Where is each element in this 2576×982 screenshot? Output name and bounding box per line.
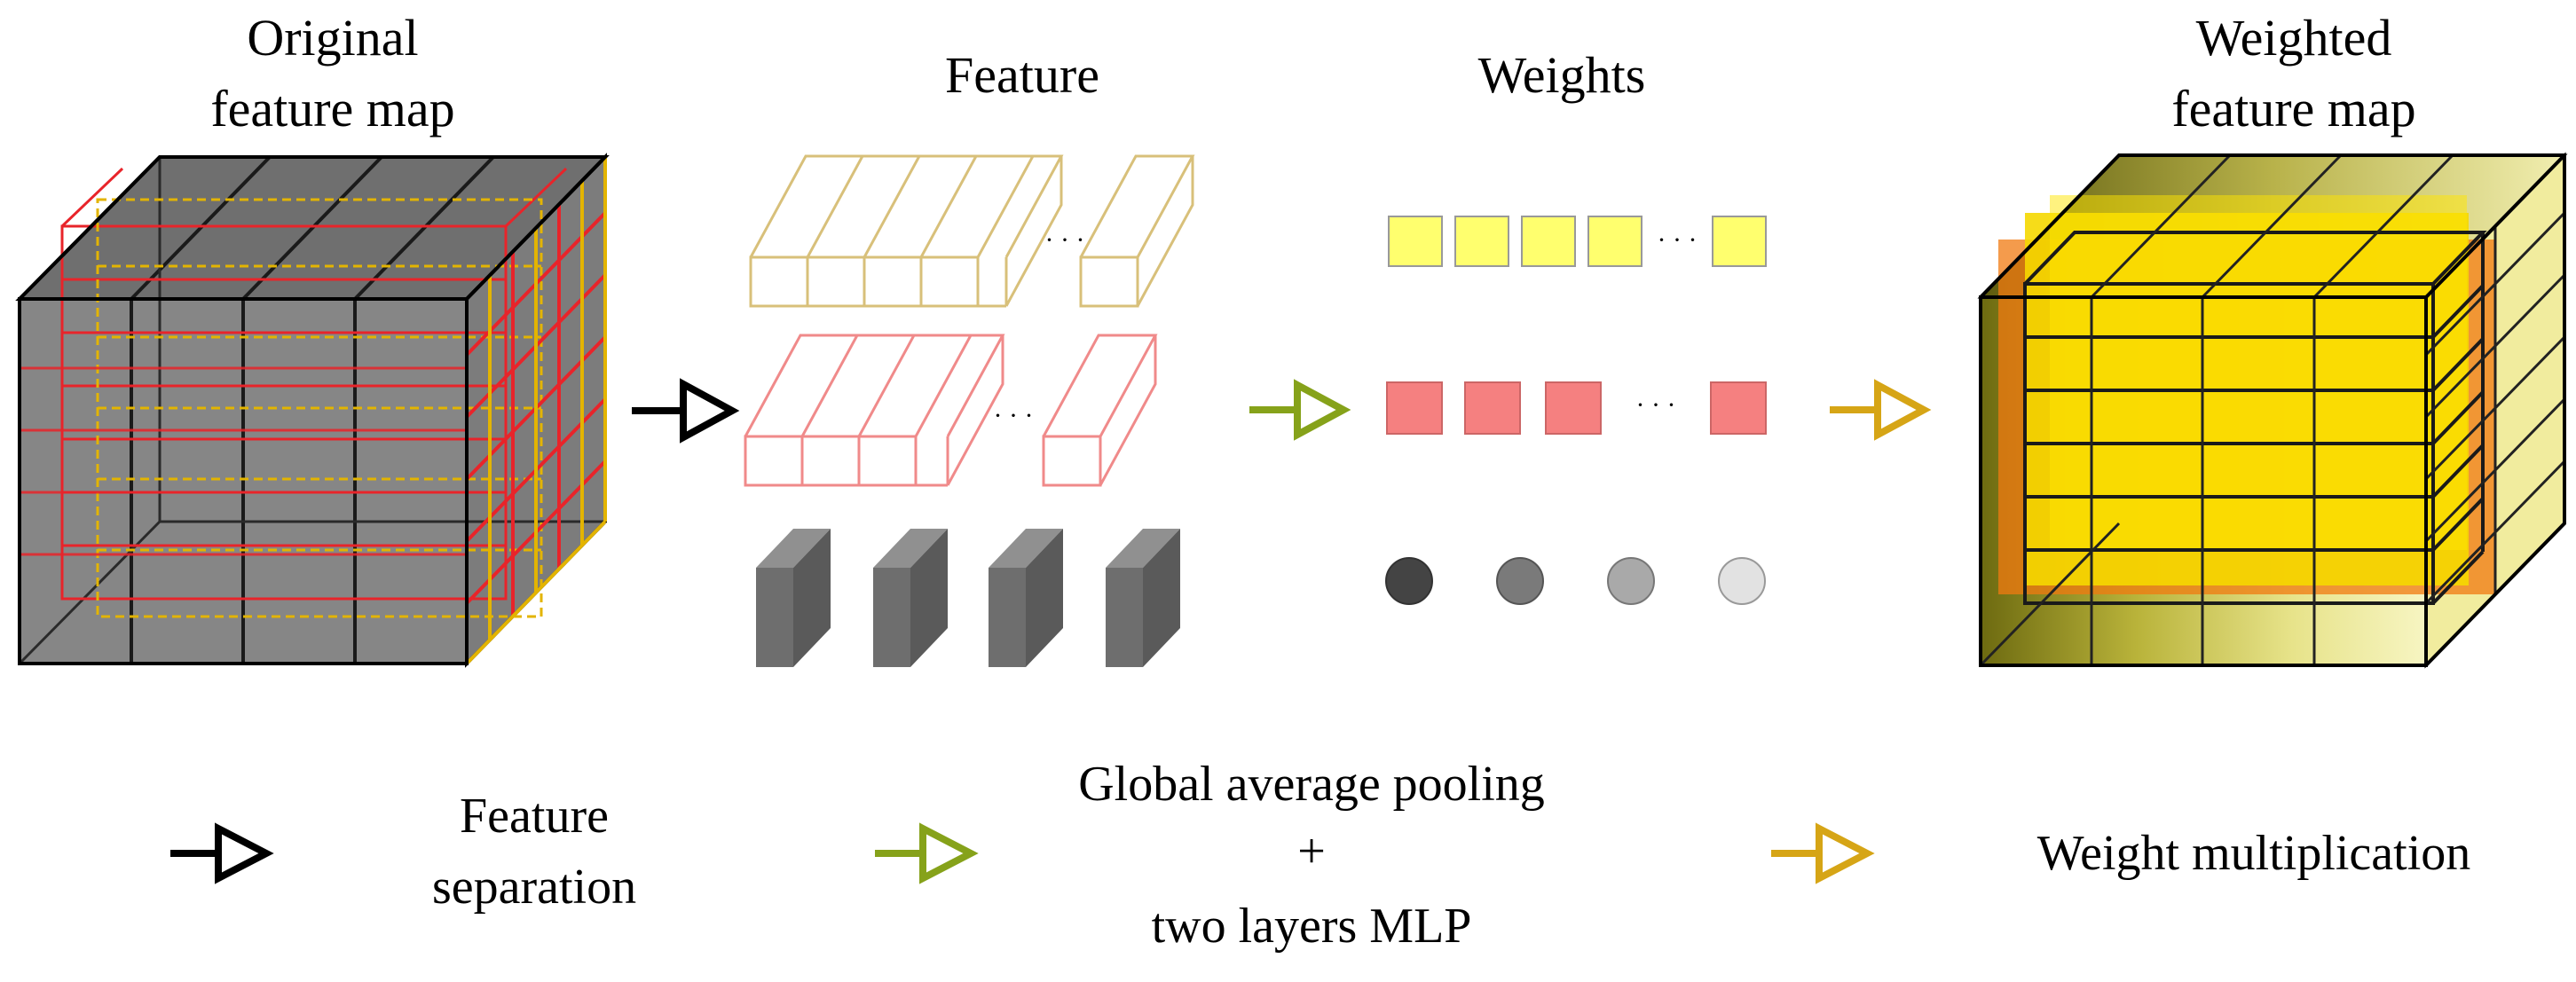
- circle-weight: [1496, 557, 1544, 605]
- yellow-weight: [1388, 216, 1443, 267]
- legend: Feature separation Global average poolin…: [170, 757, 2470, 954]
- ellipsis-yellow-weights: · · ·: [1658, 225, 1698, 255]
- ellipsis-tan: · · ·: [1045, 225, 1085, 255]
- gray-block: [1106, 529, 1180, 667]
- red-weight: [1710, 381, 1767, 435]
- yellow-weight: [1587, 216, 1642, 267]
- legend-separation-line2: separation: [432, 860, 636, 915]
- pink-bar-group-left: [744, 334, 1005, 487]
- cube-outer-edges: [18, 155, 610, 665]
- title-original-line1: Original: [247, 9, 418, 67]
- weighted-yellow-slices: [2025, 195, 2469, 585]
- weighted-slice-outlines: [2023, 231, 2487, 605]
- legend-multiplication-text: Weight multiplication: [2037, 826, 2471, 881]
- weighted-feature-map-cube: [1977, 152, 2568, 669]
- arrow-feature-separation: [632, 378, 740, 444]
- gray-block: [873, 529, 948, 667]
- pink-bar-last: [1042, 334, 1158, 487]
- red-weight: [1464, 381, 1521, 435]
- arrow-global-average-pooling: [1249, 379, 1351, 441]
- title-weights: Weights: [1478, 46, 1646, 104]
- red-weight: [1386, 381, 1443, 435]
- yellow-weight: [1712, 216, 1767, 267]
- cube-right-grid: [465, 157, 607, 665]
- legend-pooling: Global average pooling + two layers MLP: [875, 757, 1545, 954]
- legend-pooling-line2: +: [1297, 824, 1326, 879]
- weights-row-red: [1386, 381, 1767, 435]
- legend-pooling-line3: two layers MLP: [1152, 899, 1472, 954]
- title-weighted-line1: Weighted: [2196, 9, 2392, 67]
- yellow-weight: [1521, 216, 1576, 267]
- cube-front-red-grid: [20, 366, 467, 556]
- legend-arrow-green: [875, 822, 979, 884]
- gray-block: [756, 529, 831, 667]
- ellipsis-red-weights: · · ·: [1636, 390, 1676, 420]
- title-original-line2: feature map: [210, 80, 454, 137]
- red-weight: [1545, 381, 1602, 435]
- cube-front-grid: [130, 299, 357, 664]
- weighted-outer-grid: [1979, 153, 2566, 667]
- title-feature: Feature: [945, 46, 1099, 104]
- gray-block: [989, 529, 1063, 667]
- feature-row-tan: [749, 154, 1195, 308]
- ellipsis-pink: · · ·: [994, 401, 1034, 430]
- cube-top-grid: [130, 155, 495, 301]
- circle-weight: [1718, 557, 1766, 605]
- title-weighted-line2: feature map: [2171, 80, 2415, 137]
- legend-pooling-line1: Global average pooling: [1078, 757, 1545, 812]
- yellow-weight: [1454, 216, 1509, 267]
- legend-multiplication: Weight multiplication: [1771, 822, 2471, 884]
- tan-bar-last: [1079, 154, 1195, 308]
- weights-row-circles: [1385, 557, 1766, 605]
- legend-separation: Feature separation: [170, 789, 636, 915]
- legend-arrow-gold: [1771, 822, 1875, 884]
- circle-weight: [1385, 557, 1433, 605]
- titles: Original feature map Feature Weights Wei…: [210, 9, 2415, 137]
- feature-row-pink: [744, 334, 1158, 487]
- weights-row-yellow: [1388, 216, 1767, 267]
- tan-bar-group-left: [749, 154, 1064, 308]
- legend-separation-line1: Feature: [460, 789, 609, 844]
- circle-weight: [1607, 557, 1655, 605]
- original-feature-map-cube: [15, 153, 610, 668]
- feature-row-gray: [756, 529, 1180, 667]
- arrow-weight-multiplication: [1830, 379, 1932, 441]
- legend-arrow-black: [170, 822, 274, 884]
